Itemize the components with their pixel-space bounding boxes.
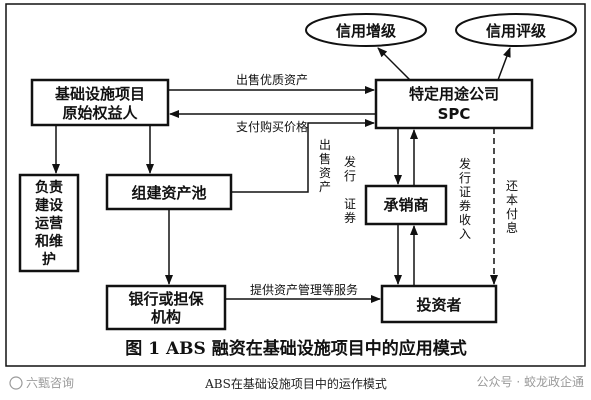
underwriter-node: 承销商 [364,184,448,226]
bank-guarantor-label-line2: 机构 [151,308,181,326]
edge-label-income-2: 行 [459,171,471,185]
edge-label-issue-2: 行 [344,169,356,183]
edge-label-issue-3: 证 [344,197,356,211]
credit-enhancement-label: 信用增级 [336,22,397,40]
asset-pool-node: 组建资产池 [105,173,233,211]
edge-label-sell-assets-2: 售 [319,151,331,166]
investor-node: 投资者 [380,284,498,324]
edge-label-repay-2: 本 [506,193,518,207]
operate-maintain-line1: 负责 [35,179,63,196]
spc-label-line1: 特定用途公司 [409,85,499,103]
edge-label-asset-management: 提供资产管理等服务 [250,282,358,297]
edge-spc-to-rating [497,47,511,81]
watermark-left-text: 六甄咨询 [26,375,74,390]
bank-guarantor-node: 银行或担保 机构 [105,284,227,331]
edge-label-sell-assets-1: 出 [319,138,331,152]
edge-label-income-4: 券 [459,198,471,213]
edge-label-pay-purchase-price: 支付购买价格 [236,119,308,134]
edge-label-issue-1: 发 [344,154,356,169]
edge-label-repay-3: 付 [506,207,518,221]
spc-label-line2: SPC [438,105,471,123]
edge-label-sell-assets-3: 资 [319,166,331,180]
operate-maintain-line4: 和维 [35,233,63,250]
edge-spc-to-enhancement [377,47,411,81]
operate-maintain-line5: 护 [42,251,56,268]
outer-frame [5,3,586,367]
operate-maintain-line2: 建设 [35,197,64,214]
operate-maintain-node: 负责 建设 运营 和维 护 [18,173,80,273]
operate-maintain-line3: 运营 [35,215,63,232]
edge-label-repay-1: 还 [506,179,518,193]
edge-label-income-1: 发 [459,156,471,171]
watermark-left: 六甄咨询 [9,375,74,390]
edge-label-income-6: 入 [459,227,471,241]
edge-label-income-5: 收 [459,213,471,227]
watermark-right-text: 公众号 · 蛟龙政企通 [477,374,584,389]
underwriter-label: 承销商 [383,196,428,214]
edge-label-issue-4: 券 [344,210,356,225]
watermark-logo-icon [9,376,23,390]
credit-rating-node: 信用评级 [455,13,577,47]
credit-enhancement-node: 信用增级 [305,13,427,47]
originator-label-line1: 基础设施项目 [54,85,145,103]
watermark-right: 公众号 · 蛟龙政企通 [477,374,584,389]
edge-label-sell-assets-4: 产 [319,180,331,194]
edge-label-repay-4: 息 [506,220,518,235]
figure-subcaption: ABS在基础设施项目中的运作模式 [204,376,387,391]
bank-guarantor-label-line1: 银行或担保 [128,290,204,308]
asset-pool-label: 组建资产池 [131,184,206,202]
originator-label-line2: 原始权益人 [62,104,138,122]
originator-node: 基础设施项目 原始权益人 [30,78,170,127]
spc-node: 特定用途公司 SPC [374,78,534,130]
edge-label-sell-quality-assets: 出售优质资产 [236,72,308,87]
figure-caption: 图 1 ABS 融资在基础设施项目中的应用模式 [125,338,466,359]
edge-label-income-3: 证 [459,185,471,199]
credit-rating-label: 信用评级 [486,22,547,40]
investor-label: 投资者 [416,296,461,314]
edge-pool-to-spc [231,119,375,193]
